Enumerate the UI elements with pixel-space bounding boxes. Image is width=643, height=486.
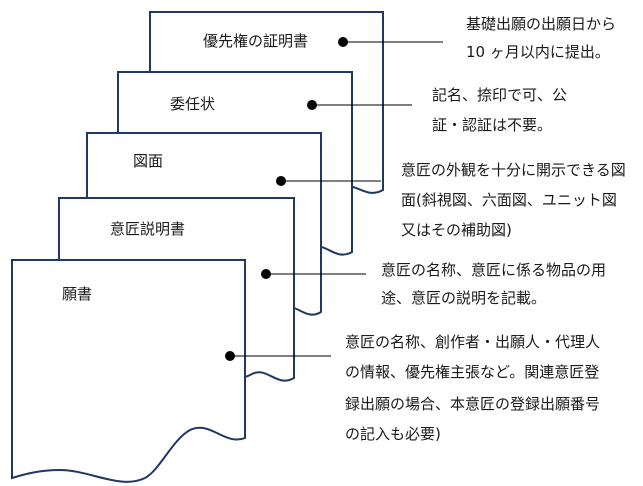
note-application-line-3: 録出願の場合、本意匠の登録出願番号	[345, 395, 601, 413]
document-title-priority-certificate: 優先権の証明書	[203, 32, 309, 50]
bullet-dot-5	[225, 351, 235, 361]
note-drawings-line-3: 又はその補助図)	[401, 221, 512, 239]
note-application-line-2: の情報、優先権主張など。関連意匠登	[345, 363, 600, 381]
note-application-line-1: 意匠の名称、創作者・出願人・代理人	[345, 333, 601, 351]
note-priority-certificate-line-1: 基礎出願の出願日から	[466, 15, 617, 33]
document-title-design-description: 意匠説明書	[110, 220, 186, 238]
document-title-drawings: 図面	[133, 152, 164, 170]
document-title-application: 願書	[62, 285, 93, 303]
document-title-power-of-attorney: 委任状	[170, 95, 216, 113]
note-drawings-line-1: 意匠の外観を十分に開示できる図	[401, 161, 626, 179]
note-priority-certificate-line-2: 10 ヶ月以内に提出。	[466, 43, 610, 61]
note-design-description-line-2: 途、意匠の説明を記載。	[381, 289, 547, 307]
note-drawings-line-2: 面(斜視図、六面図、ユニット図	[401, 191, 617, 209]
bullet-dot-4	[261, 269, 271, 279]
note-power-of-attorney-line-1: 記名、捺印で可、公	[432, 86, 568, 104]
bullet-dot-3	[276, 176, 286, 186]
bullet-dot-1	[338, 37, 348, 47]
note-power-of-attorney-line-2: 証・認証は不要。	[432, 116, 553, 134]
bullet-dot-2	[307, 100, 317, 110]
note-application-line-4: の記入も必要)	[345, 425, 441, 443]
note-design-description-line-1: 意匠の名称、意匠に係る物品の用	[381, 261, 607, 279]
document-sheet-application	[11, 259, 246, 483]
